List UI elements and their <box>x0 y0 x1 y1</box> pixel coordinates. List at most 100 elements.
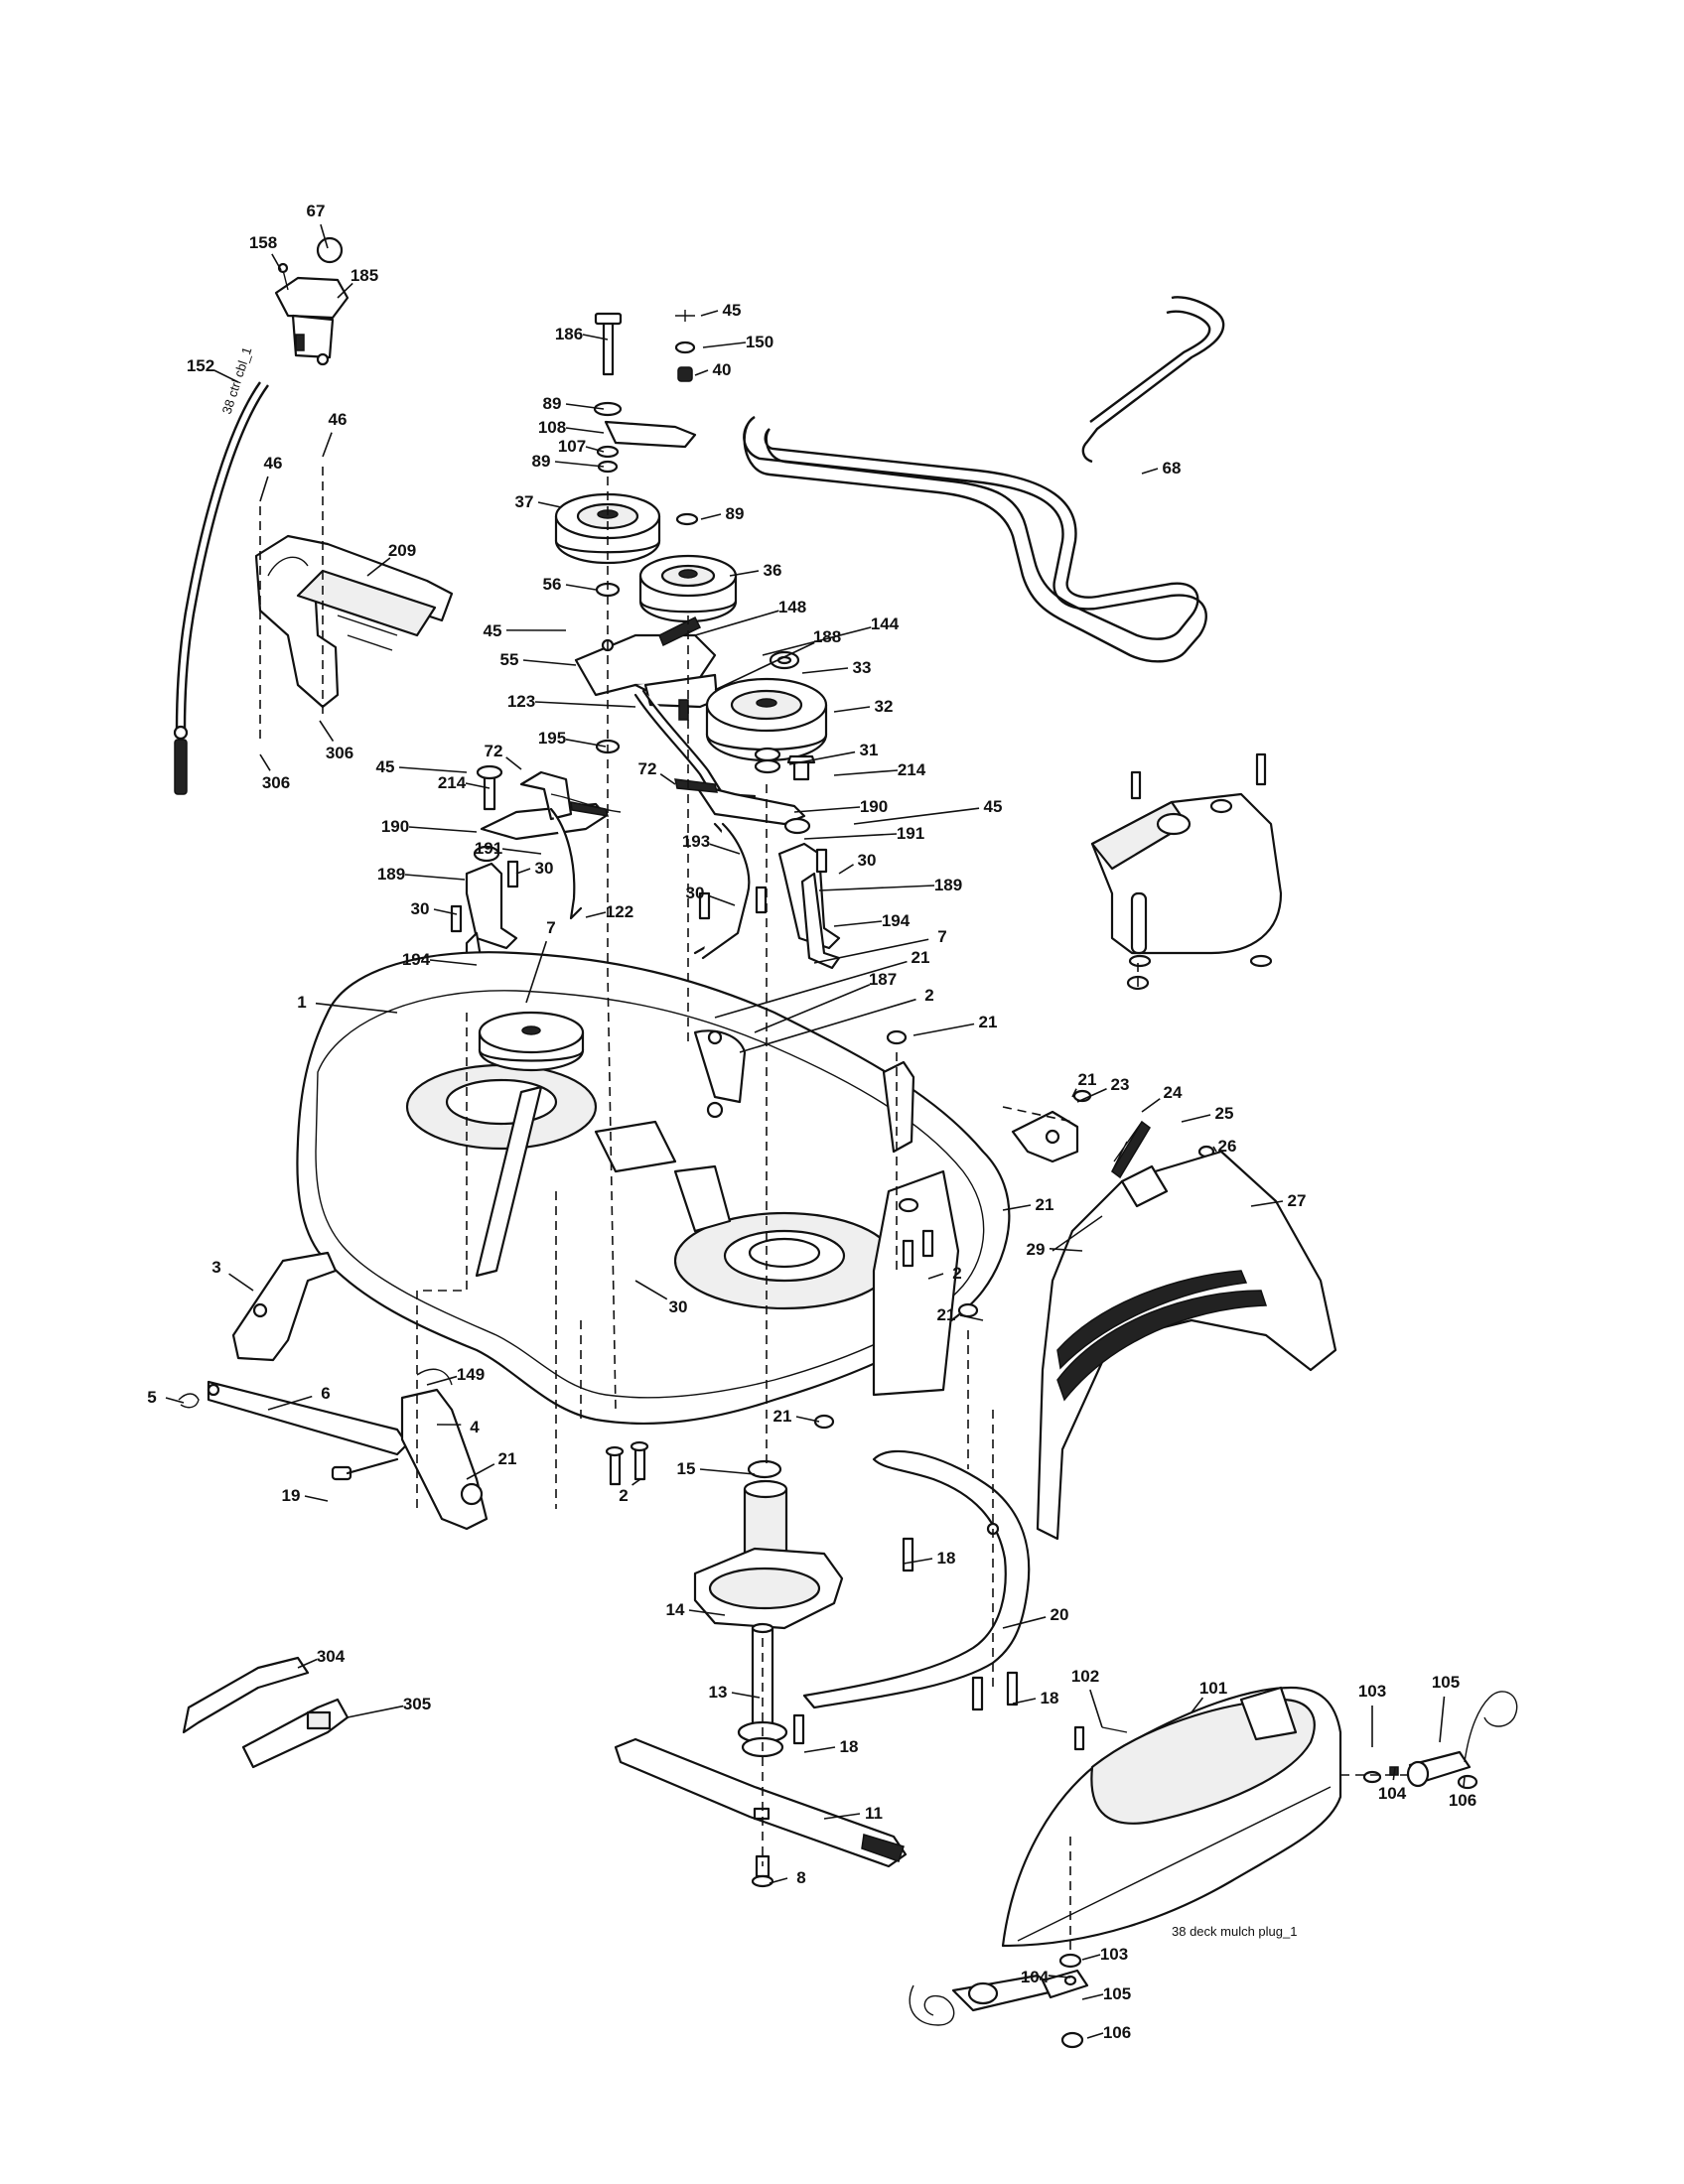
callout-leader <box>694 610 779 636</box>
callout-label-c3: 3 <box>211 1258 220 1277</box>
callout-label-c105a: 105 <box>1432 1673 1460 1692</box>
callout-leader <box>769 1877 788 1884</box>
callout-leader <box>1012 1698 1037 1705</box>
callout-label-c194b: 194 <box>402 950 431 969</box>
callout-leader <box>1071 1088 1077 1098</box>
callout-label-c27: 27 <box>1288 1191 1307 1210</box>
callout-leader <box>505 756 522 770</box>
callout-leader <box>813 938 929 964</box>
callout-leader <box>708 894 736 906</box>
callout-label-c30d: 30 <box>411 899 430 918</box>
cable-bracket <box>254 534 454 709</box>
callout-leader <box>709 843 741 855</box>
callout-leader <box>565 738 607 748</box>
drive-belt <box>743 296 1225 663</box>
callout-leader <box>833 706 871 713</box>
callout-leader <box>903 1558 933 1565</box>
callout-label-c18b: 18 <box>1041 1689 1059 1707</box>
callout-label-c72b: 72 <box>638 759 657 778</box>
callout-leader <box>582 334 609 341</box>
callout-leader <box>1049 1248 1083 1252</box>
callout-label-c1: 1 <box>297 993 306 1012</box>
callout-leader <box>714 960 908 1019</box>
callout-label-c18a: 18 <box>937 1549 956 1568</box>
callout-leader <box>1250 1200 1284 1207</box>
callout-label-c30c: 30 <box>686 884 705 902</box>
callout-label-c123: 123 <box>507 692 535 711</box>
callout-leader <box>304 1495 329 1502</box>
callout-leader <box>585 911 607 918</box>
callout-leader <box>297 1658 318 1669</box>
callout-leader <box>754 984 871 1033</box>
callout-label-c11: 11 <box>865 1804 883 1823</box>
mower-blade <box>614 1737 908 1888</box>
callout-label-c190b: 190 <box>381 817 409 836</box>
callout-leader <box>739 998 916 1053</box>
callout-label-c144: 144 <box>871 614 900 633</box>
callout-label-c19: 19 <box>282 1486 301 1505</box>
callout-label-c5: 5 <box>147 1388 156 1407</box>
mulch-plug-clips <box>182 1656 350 1769</box>
callout-label-c189a: 189 <box>377 865 405 884</box>
discharge-chute <box>1011 1089 1337 1541</box>
assembly-lines <box>259 467 1415 1956</box>
callout-leader <box>1089 1689 1103 1728</box>
callout-leader <box>702 341 747 348</box>
callout-leader <box>466 1463 495 1480</box>
callout-label-c194a: 194 <box>882 911 911 930</box>
callout-label-c37: 37 <box>515 492 534 511</box>
callout-label-c103b: 103 <box>1100 1945 1128 1964</box>
callout-label-c305: 305 <box>403 1695 431 1713</box>
callout-label-c30b: 30 <box>858 851 877 870</box>
hardware-bolts <box>605 1440 649 1486</box>
callout-label-c158: 158 <box>249 233 277 252</box>
callout-leader <box>429 959 478 966</box>
callout-leader <box>267 1395 313 1411</box>
lift-linkage-right <box>674 778 841 970</box>
callout-label-c29: 29 <box>1027 1240 1046 1259</box>
callout-label-c68: 68 <box>1163 459 1182 478</box>
callout-label-c4: 4 <box>470 1418 480 1436</box>
callout-label-c21f: 21 <box>498 1449 517 1468</box>
callout-leader <box>1191 1697 1204 1713</box>
callout-leader <box>694 369 709 376</box>
callout-label-c103a: 103 <box>1358 1682 1386 1701</box>
handle-knob-icon <box>316 236 344 264</box>
callout-label-c2b: 2 <box>952 1264 961 1283</box>
callout-leader <box>1141 1098 1161 1113</box>
callout-leader <box>731 1692 761 1699</box>
callout-label-c20: 20 <box>1051 1605 1069 1624</box>
callout-label-c13: 13 <box>709 1683 728 1702</box>
deck-hanger-front <box>178 1251 489 1531</box>
callout-leader <box>271 253 282 271</box>
callout-leader <box>632 1478 641 1486</box>
callout-label-c21d: 21 <box>1036 1195 1054 1214</box>
callout-label-c2c: 2 <box>619 1486 628 1505</box>
callout-layer: 6715818515246462093063061864515040891081… <box>147 202 1476 2042</box>
callout-label-c101: 101 <box>1199 1679 1227 1698</box>
callout-leader <box>833 920 883 927</box>
callout-leader <box>465 782 491 789</box>
callout-leader <box>699 1468 756 1475</box>
callout-label-c104b: 104 <box>1021 1968 1050 1986</box>
callout-label-c306a: 306 <box>262 773 290 792</box>
callout-label-c193: 193 <box>682 832 710 851</box>
callout-label-c67: 67 <box>307 202 326 220</box>
callout-leader <box>1081 1993 1104 2000</box>
callout-label-c30a: 30 <box>535 859 554 878</box>
callout-label-c45d: 45 <box>984 797 1003 816</box>
belt-cover-right <box>1090 752 1283 991</box>
callout-label-c102: 102 <box>1071 1667 1099 1686</box>
callout-label-c122: 122 <box>606 902 633 921</box>
callout-label-c106a: 106 <box>1449 1791 1476 1810</box>
callout-label-c306b: 306 <box>326 744 353 762</box>
callout-leader <box>259 753 271 771</box>
callout-leader <box>408 826 478 833</box>
callout-label-c56: 56 <box>543 575 562 594</box>
callout-leader <box>320 223 329 249</box>
callout-leader <box>1081 1954 1101 1961</box>
callout-leader <box>1002 1204 1032 1211</box>
callout-label-c186: 186 <box>555 325 583 343</box>
cable-note: 38 ctrl cbl_1 <box>219 345 255 416</box>
